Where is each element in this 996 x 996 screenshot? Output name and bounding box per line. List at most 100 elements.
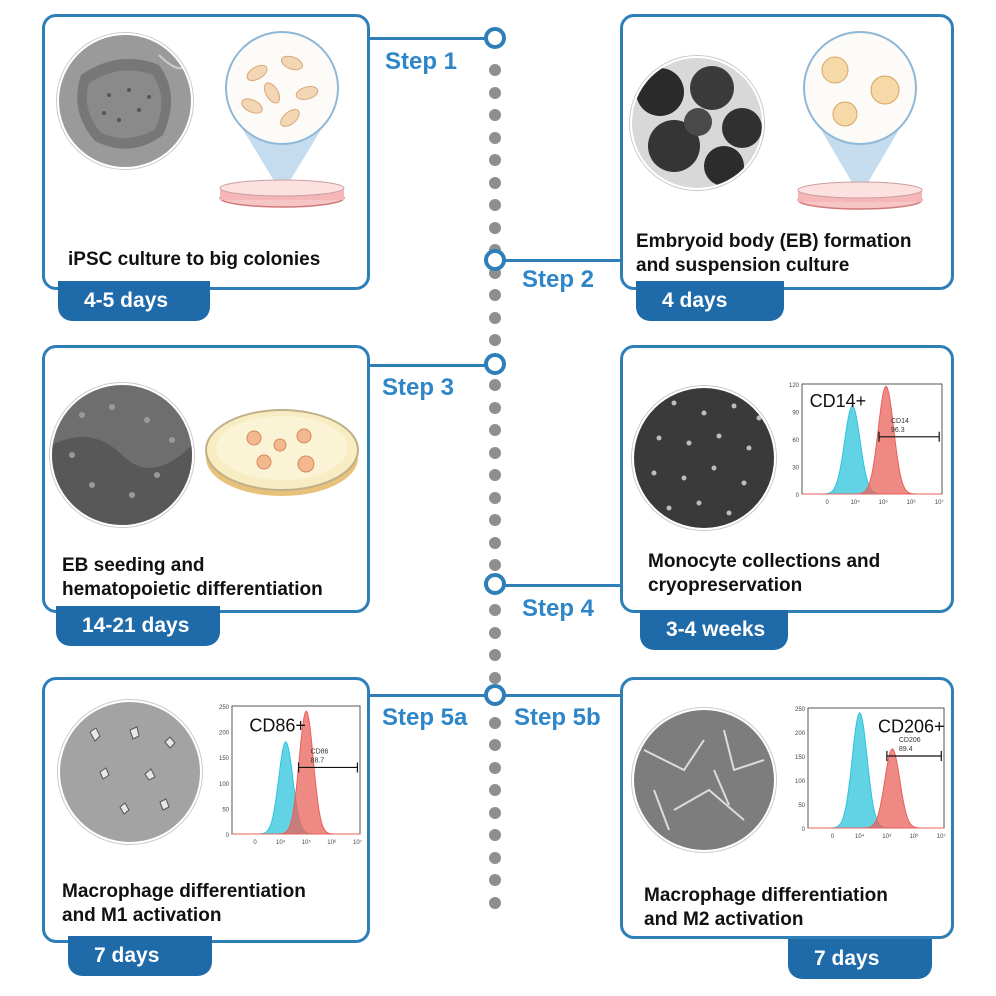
x-tick-label: 10⁴ xyxy=(851,499,861,506)
timeline-dot xyxy=(489,807,501,819)
monocyte-micrograph xyxy=(632,386,776,530)
timeline-dot xyxy=(489,109,501,121)
x-tick-label: 0 xyxy=(831,834,835,840)
timeline-node-step2 xyxy=(484,249,506,271)
x-tick-label: 10⁵ xyxy=(882,833,892,840)
gate-value: 89.4 xyxy=(899,746,913,753)
y-tick-label: 50 xyxy=(798,803,805,809)
timeline-dot xyxy=(489,604,501,616)
timeline-dot xyxy=(489,492,501,504)
timeline-dot xyxy=(489,199,501,211)
timeline-dot xyxy=(489,334,501,346)
step3-duration-badge: 14-21 days xyxy=(56,606,220,646)
marker-positive-peak xyxy=(802,385,942,495)
timeline-dot xyxy=(489,537,501,549)
step2-duration-badge: 4 days xyxy=(636,281,784,321)
embryoid-body-micrograph xyxy=(630,56,764,190)
x-tick-label: 0 xyxy=(826,500,830,506)
timeline-dot xyxy=(489,852,501,864)
y-tick-label: 0 xyxy=(226,833,230,839)
x-tick-label: 10⁷ xyxy=(935,499,944,506)
timeline-dot xyxy=(489,447,501,459)
y-tick-label: 30 xyxy=(792,466,799,472)
y-tick-label: 200 xyxy=(795,731,806,737)
y-tick-label: 150 xyxy=(795,755,806,761)
step2-caption: Embryoid body (EB) formation and suspens… xyxy=(636,231,912,276)
step-label-5a: Step 5a xyxy=(382,704,468,731)
step1-duration-badge: 4-5 days xyxy=(58,281,210,321)
connector-step3 xyxy=(370,364,486,367)
timeline-dot xyxy=(489,717,501,729)
connector-step5a xyxy=(370,694,486,697)
x-tick-label: 10⁴ xyxy=(276,839,286,846)
connector-step1 xyxy=(370,37,486,40)
y-tick-label: 120 xyxy=(789,383,800,389)
x-tick-label: 10⁶ xyxy=(327,839,337,846)
timeline-dot xyxy=(489,672,501,684)
y-tick-label: 50 xyxy=(222,807,229,813)
y-tick-label: 90 xyxy=(792,411,799,417)
histogram-frame xyxy=(807,707,945,829)
gate-bracket xyxy=(297,762,359,773)
timeline-dot xyxy=(489,649,501,661)
timeline-dot xyxy=(489,897,501,909)
timeline-dot xyxy=(489,559,501,571)
step-label-1: Step 1 xyxy=(385,48,458,75)
x-tick-label: 10⁷ xyxy=(937,833,946,840)
step-label-3: Step 3 xyxy=(382,374,455,401)
timeline-node-step4 xyxy=(484,573,506,595)
timeline-dot xyxy=(489,469,501,481)
marker-title: CD14+ xyxy=(810,391,867,411)
step1-caption: iPSC culture to big colonies xyxy=(68,249,321,270)
x-tick-label: 10⁵ xyxy=(879,499,889,506)
step5b-caption: Macrophage differentiation and M2 activa… xyxy=(644,885,888,930)
gate-label: CD206 xyxy=(899,737,921,744)
connector-step2 xyxy=(504,259,620,262)
timeline-dot xyxy=(489,154,501,166)
step4-caption: Monocyte collections and cryopreservatio… xyxy=(648,551,881,596)
marker-positive-peak xyxy=(808,748,944,829)
timeline-dot xyxy=(489,87,501,99)
gate-value: 88.7 xyxy=(311,757,325,764)
gate-bracket xyxy=(878,431,940,442)
timeline-dot xyxy=(489,312,501,324)
x-tick-label: 10⁷ xyxy=(353,839,362,846)
x-tick-label: 10⁶ xyxy=(910,833,920,840)
m2-macrophage-micrograph xyxy=(632,708,776,852)
step5a-duration-badge: 7 days xyxy=(68,936,212,976)
timeline-dot xyxy=(489,762,501,774)
x-tick-label: 10⁴ xyxy=(855,833,865,840)
step3-caption: EB seeding and hematopoietic differentia… xyxy=(62,555,323,600)
timeline-dot xyxy=(489,829,501,841)
gate-value: 96.3 xyxy=(891,427,905,434)
step-label-2: Step 2 xyxy=(522,266,595,293)
y-tick-label: 0 xyxy=(802,827,806,833)
y-tick-label: 150 xyxy=(219,756,230,762)
gate-label: CD86 xyxy=(311,748,329,755)
petri-dish-eb-icon xyxy=(202,400,362,500)
step-label-5b: Step 5b xyxy=(514,704,601,731)
m1-macrophage-micrograph xyxy=(58,700,202,844)
timeline-node-step1 xyxy=(484,27,506,49)
gate-label: CD14 xyxy=(891,418,909,425)
petri-dish-zoom-cells-icon xyxy=(212,28,352,214)
timeline-dot xyxy=(489,402,501,414)
eb-seeding-micrograph xyxy=(50,383,194,527)
y-tick-label: 100 xyxy=(795,779,806,785)
marker-title: CD206+ xyxy=(878,716,945,736)
timeline-dot xyxy=(489,784,501,796)
y-tick-label: 100 xyxy=(219,782,230,788)
x-tick-label: 10⁶ xyxy=(907,499,917,506)
y-tick-label: 0 xyxy=(796,493,800,499)
timeline-node-step3 xyxy=(484,353,506,375)
step5a-caption: Macrophage differentiation and M1 activa… xyxy=(62,881,306,926)
marker-title: CD86+ xyxy=(249,715,306,735)
timeline-dot xyxy=(489,132,501,144)
timeline-dot xyxy=(489,64,501,76)
timeline-dot xyxy=(489,514,501,526)
marker-positive-peak xyxy=(232,710,360,835)
y-tick-label: 200 xyxy=(219,731,230,737)
